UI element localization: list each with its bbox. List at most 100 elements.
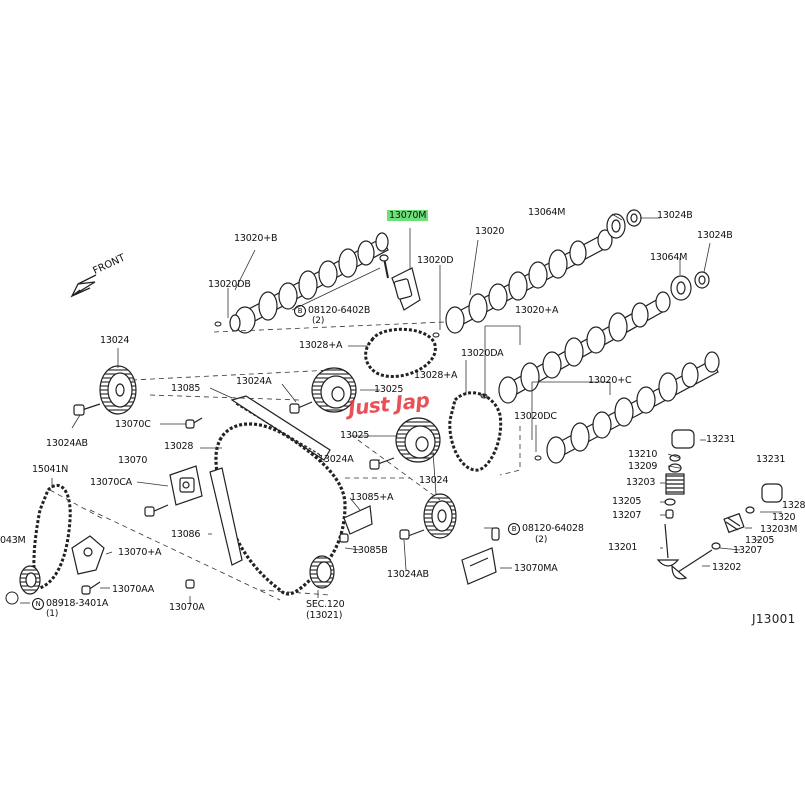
part-label-13024b-lower: 13024B bbox=[697, 230, 733, 241]
sprocket-13025-lower bbox=[395, 417, 441, 463]
part-label-13207-upper: 13207 bbox=[612, 510, 642, 521]
dowel-pin-13020d bbox=[432, 332, 440, 338]
part-label-13028-a-upper: 13028+A bbox=[299, 340, 343, 351]
chain-15041n bbox=[32, 483, 72, 590]
part-label-13020db: 13020DB bbox=[208, 279, 251, 290]
part-label-1328: 1328 bbox=[782, 500, 805, 511]
part-label-13231-upper: 13231 bbox=[706, 434, 736, 445]
part-label-13201: 13201 bbox=[608, 542, 638, 553]
sprocket-043m bbox=[19, 565, 41, 595]
part-label-13025-lower: 13025 bbox=[340, 430, 370, 441]
part-label-13024-center: 13024 bbox=[419, 475, 449, 486]
part-qty-08120-6402b: (2) bbox=[312, 316, 325, 326]
part-label-13028-a-lower: 13028+A bbox=[414, 370, 458, 381]
valve-seal-13205 bbox=[664, 498, 676, 519]
part-label-13203m: 13203M bbox=[760, 524, 798, 535]
chain-guide-13085-a bbox=[339, 505, 373, 543]
valve-retainer-13210 bbox=[668, 454, 682, 473]
part-label-13024-left: 13024 bbox=[100, 335, 130, 346]
part-label-13020-b: 13020+B bbox=[234, 233, 278, 244]
part-label-13086: 13086 bbox=[171, 529, 201, 540]
part-label-13020: 13020 bbox=[475, 226, 505, 237]
valve-lifter-13231 bbox=[671, 429, 695, 449]
tensioner-13070m bbox=[379, 254, 421, 311]
part-label-13070aa: 13070AA bbox=[112, 584, 155, 595]
valve-spring-13203 bbox=[665, 473, 685, 495]
part-label-13070: 13070 bbox=[118, 455, 148, 466]
cam-sensor-plate-13064m-upper bbox=[606, 209, 642, 239]
part-label-043m: 043M bbox=[0, 535, 26, 546]
sprocket-13024-left bbox=[99, 365, 137, 415]
assembly-dashed-lines bbox=[49, 321, 521, 601]
dowel-pin-13020db bbox=[214, 321, 222, 327]
part-label-13209: 13209 bbox=[628, 461, 658, 472]
chain-13028-a-lower bbox=[448, 391, 503, 472]
part-label-13024a-lower: 13024A bbox=[318, 454, 354, 465]
bolt-13070c bbox=[185, 417, 203, 429]
part-qty-08120-64028: (2) bbox=[535, 535, 548, 545]
bolt-13070a bbox=[185, 579, 195, 589]
part-label-13070ma: 13070MA bbox=[514, 563, 558, 574]
part-label-13205-upper: 13205 bbox=[612, 496, 642, 507]
part-label-13070c: 13070C bbox=[115, 419, 151, 430]
tensioner-13070 bbox=[169, 465, 203, 506]
valve-lifter-13231-b bbox=[761, 483, 783, 503]
camshaft-13020-c bbox=[546, 351, 720, 464]
part-label-13024ab-left: 13024AB bbox=[46, 438, 88, 449]
part-label-13203: 13203 bbox=[626, 477, 656, 488]
bolt-13024ab-center bbox=[399, 529, 425, 540]
part-label-13070ca: 13070CA bbox=[90, 477, 132, 488]
circled-b-icon: B bbox=[508, 523, 520, 535]
part-label-08120-64028: 08120-64028 bbox=[522, 523, 584, 534]
part-label-13070m-highlighted: 13070M bbox=[387, 210, 429, 221]
part-label-13085-a: 13085+A bbox=[350, 492, 394, 503]
section-label-sec120: SEC.120 bbox=[306, 599, 345, 610]
part-label-13085: 13085 bbox=[171, 383, 201, 394]
valve-spring-13203m bbox=[723, 506, 755, 534]
part-label-13028: 13028 bbox=[164, 441, 194, 452]
figure-code: J13001 bbox=[752, 612, 796, 626]
part-label-08120-6402b: 08120-6402B bbox=[308, 305, 371, 316]
part-label-13210: 13210 bbox=[628, 449, 658, 460]
bolt-13024a-upper bbox=[289, 401, 313, 414]
part-label-13024b-upper: 13024B bbox=[657, 210, 693, 221]
part-label-13020da: 13020DA bbox=[461, 348, 504, 359]
sprocket-13024-center bbox=[423, 493, 457, 539]
part-label-13064m-lower: 13064M bbox=[650, 252, 688, 263]
part-label-13207-lower: 13207 bbox=[733, 545, 763, 556]
valve-13202 bbox=[671, 542, 721, 580]
valve-13201 bbox=[656, 523, 680, 567]
tensioner-13070-a bbox=[71, 535, 105, 575]
dowel-pin-13020dc bbox=[534, 455, 542, 461]
part-label-13070-a: 13070+A bbox=[118, 547, 162, 558]
chain-guide-13085 bbox=[230, 395, 331, 461]
circled-b-icon: B bbox=[294, 305, 306, 317]
camshaft-13020-b bbox=[229, 232, 389, 334]
camshaft-13020-a bbox=[498, 291, 671, 404]
part-label-13025-upper: 13025 bbox=[374, 384, 404, 395]
leader-lines bbox=[20, 213, 782, 604]
camshaft-13020 bbox=[445, 229, 613, 334]
circled-n-icon: N bbox=[32, 598, 44, 610]
washer-08918 bbox=[5, 591, 19, 605]
section-ref-13021: (13021) bbox=[306, 610, 343, 621]
part-label-13085b: 13085B bbox=[352, 545, 388, 556]
part-label-13020dc: 13020DC bbox=[514, 411, 557, 422]
part-label-13024ab-center: 13024AB bbox=[387, 569, 429, 580]
slack-guide-13086 bbox=[209, 467, 243, 566]
part-label-15041n: 15041N bbox=[32, 464, 69, 475]
part-label-1320: 1320 bbox=[772, 512, 796, 523]
tensioner-13070ma bbox=[461, 527, 500, 585]
part-qty-08918-3401a: (1) bbox=[46, 609, 59, 619]
front-arrow-icon bbox=[70, 274, 97, 298]
part-label-13020-c: 13020+C bbox=[588, 375, 632, 386]
part-label-13024a-upper: 13024A bbox=[236, 376, 272, 387]
bolt-13070ca bbox=[144, 504, 169, 517]
bolt-13024ab-left bbox=[73, 403, 101, 416]
bolt-13070aa bbox=[81, 581, 101, 595]
sprocket-13025-upper bbox=[311, 367, 357, 413]
